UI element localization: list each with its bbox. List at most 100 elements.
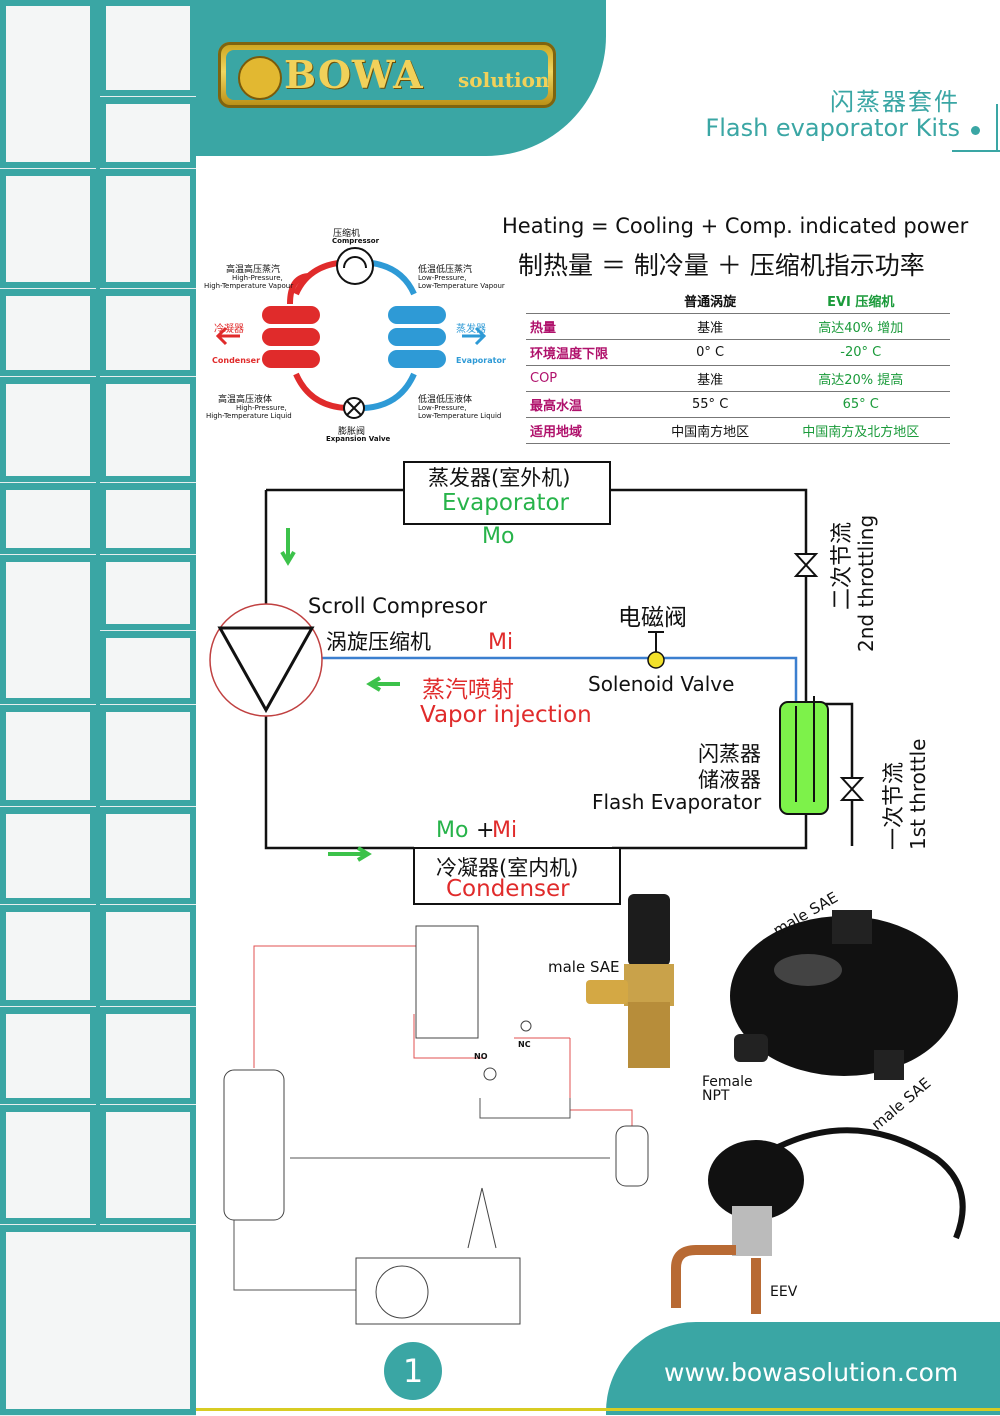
thumb-expansion-valve	[100, 0, 196, 97]
schematic-flash-cn1: 闪蒸器	[698, 742, 761, 766]
schematic-evaporator-en: Evaporator	[442, 490, 570, 516]
cycle-lp-vapour-en: Low-Temperature Vapour	[418, 282, 505, 290]
flash-tank-sketch-icon	[615, 1125, 649, 1187]
cycle-hp-vapour-cn: 高温高压蒸汽	[226, 265, 281, 275]
flow-arrow-right-icon	[328, 846, 372, 862]
label-nc: NC	[518, 1040, 531, 1049]
table-cell: 基准	[648, 365, 772, 392]
table-cell: 65° C	[771, 391, 950, 418]
pipe-left-bottom	[264, 706, 414, 850]
cycle-valve-cn: 膨胀阀	[338, 427, 366, 437]
condenser-box	[413, 847, 621, 905]
table-cell: -20° C	[771, 339, 950, 366]
schematic-solenoid-cn: 电磁阀	[618, 605, 687, 631]
schematic-mo: Mo	[482, 524, 515, 549]
thumb-valve	[0, 484, 96, 555]
table-header-row: 普通涡旋 EVI 压缩机	[526, 288, 950, 314]
evi-schematic	[209, 461, 865, 905]
thumb-distributor	[0, 0, 96, 169]
schematic-first-en: 1st throttle	[906, 738, 930, 850]
schematic-mi2: Mi	[492, 818, 518, 843]
thumb-sight-glass	[0, 378, 96, 483]
cycle-hp-vapour-en0: High-Pressure,	[232, 274, 283, 282]
cycle-hp-vapour-en: High-Temperature Vapour	[204, 282, 294, 290]
cycle-hp-liquid-cn: 高温高压液体	[218, 395, 273, 405]
schematic-condenser-en: Condenser	[446, 876, 570, 902]
cycle-evaporator-en: Evaporator	[456, 356, 506, 365]
thumb-evaporator-unit	[100, 632, 196, 705]
cycle-lp-liquid-cn: 低温低压液体	[418, 395, 473, 405]
schematic-mi: Mi	[488, 630, 514, 655]
cycle-hp-liquid-en2: High-Temperature Liquid	[206, 412, 292, 420]
thumb-controller	[100, 170, 196, 289]
table-cell: 中国南方及北方地区	[771, 417, 950, 444]
table-row: 适用地域 中国南方地区 中国南方及北方地区	[526, 417, 950, 444]
first-throttle-valve-icon	[839, 777, 865, 801]
equation-cn: 制热量 ＝ 制冷量 ＋ 压缩机指示功率	[518, 251, 925, 280]
bottom-accent-line	[196, 1408, 1000, 1411]
thumb-relay	[100, 556, 196, 631]
schematic-flash-cn2: 储液器	[698, 768, 761, 792]
cycle-valve-en: Expansion Valve	[326, 435, 391, 443]
heat-out-arrow-icon	[215, 326, 240, 346]
product-sidebar	[0, 0, 196, 1416]
thumb-hinge-sketch	[0, 706, 96, 807]
cycle-pipe-liquid	[293, 372, 347, 411]
schematic-mo2: Mo	[436, 818, 469, 843]
schematic-flash-en: Flash Evaporator	[592, 790, 762, 814]
eev-photo	[671, 1127, 966, 1314]
label-no: NO	[474, 1052, 488, 1061]
flow-arrow-left-icon	[366, 676, 400, 692]
evaporator-box	[403, 461, 611, 525]
logo-subtext: solution	[458, 68, 550, 92]
thumb-rack-system	[0, 1226, 196, 1416]
cycle-lp-liquid-en2: Low-Temperature Liquid	[418, 412, 502, 420]
table-row: COP 基准 高达20% 提高	[526, 365, 950, 392]
cycle-lp-vapour-cn: 低温低压蒸汽	[418, 265, 473, 275]
logo-text: BOWA	[284, 52, 424, 97]
page-title-en: Flash evaporator Kits	[705, 114, 960, 142]
table-header: EVI 压缩机	[771, 288, 950, 314]
table-cell: 中国南方地区	[648, 417, 772, 444]
label-male-sae-tee: male SAE	[548, 958, 620, 976]
table-cell: COP	[526, 365, 649, 392]
vapor-injection-pipe	[318, 656, 798, 722]
nc-valve-icon	[520, 1020, 532, 1032]
website-link[interactable]: www.bowasolution.com	[664, 1358, 959, 1387]
title-divider	[952, 150, 1000, 152]
flash-tank-photo	[730, 910, 958, 1080]
thumb-motor-sketch	[0, 1008, 96, 1105]
cycle-condenser-en: Condenser	[212, 356, 261, 365]
solenoid-valve-icon	[647, 651, 665, 669]
table-cell: 热量	[526, 313, 649, 340]
scroll-compressor-icon	[209, 603, 323, 717]
thumb-fittings	[100, 378, 196, 483]
system-line-drawing	[223, 925, 649, 1325]
condenser-coil-icon	[262, 306, 320, 368]
table-header: 普通涡旋	[648, 288, 772, 314]
second-throttle-valve-icon	[793, 553, 819, 577]
footer-band	[606, 1322, 1000, 1415]
thumb-solenoid-valve	[100, 98, 196, 169]
evaporator-coil-icon	[388, 306, 446, 368]
cycle-compressor-cn: 压缩机	[333, 229, 361, 239]
thumb-capillary	[0, 290, 96, 377]
thumb-fan	[0, 808, 96, 905]
table-row: 环境温度下限 0° C -20° C	[526, 339, 950, 366]
flash-evaporator-vessel	[779, 701, 829, 815]
logo-badge-icon	[238, 56, 282, 100]
thumb-hinge	[100, 706, 196, 807]
compressor-sketch-icon	[223, 1069, 285, 1221]
schematic-evaporator-cn: 蒸发器(室外机)	[428, 466, 571, 490]
cycle-evaporator-cn: 蒸发器	[456, 324, 486, 335]
cycle-lp-vapour-en0: Low-Pressure,	[418, 274, 467, 282]
comparison-table: 普通涡旋 EVI 压缩机 热量 基准 高达40% 增加 环境温度下限 0° C …	[526, 288, 950, 444]
table-cell: 55° C	[648, 391, 772, 418]
heat-in-arrow-icon	[462, 326, 487, 346]
table-cell: 基准	[648, 313, 772, 340]
cycle-pipe-cold-liquid	[363, 372, 417, 411]
thumb-scroll-compressor	[0, 556, 96, 705]
schematic-vapor-cn: 蒸汽喷射	[422, 677, 514, 703]
schematic-compressor-en: Scroll Compresor	[308, 594, 488, 618]
table-cell: 0° C	[648, 339, 772, 366]
